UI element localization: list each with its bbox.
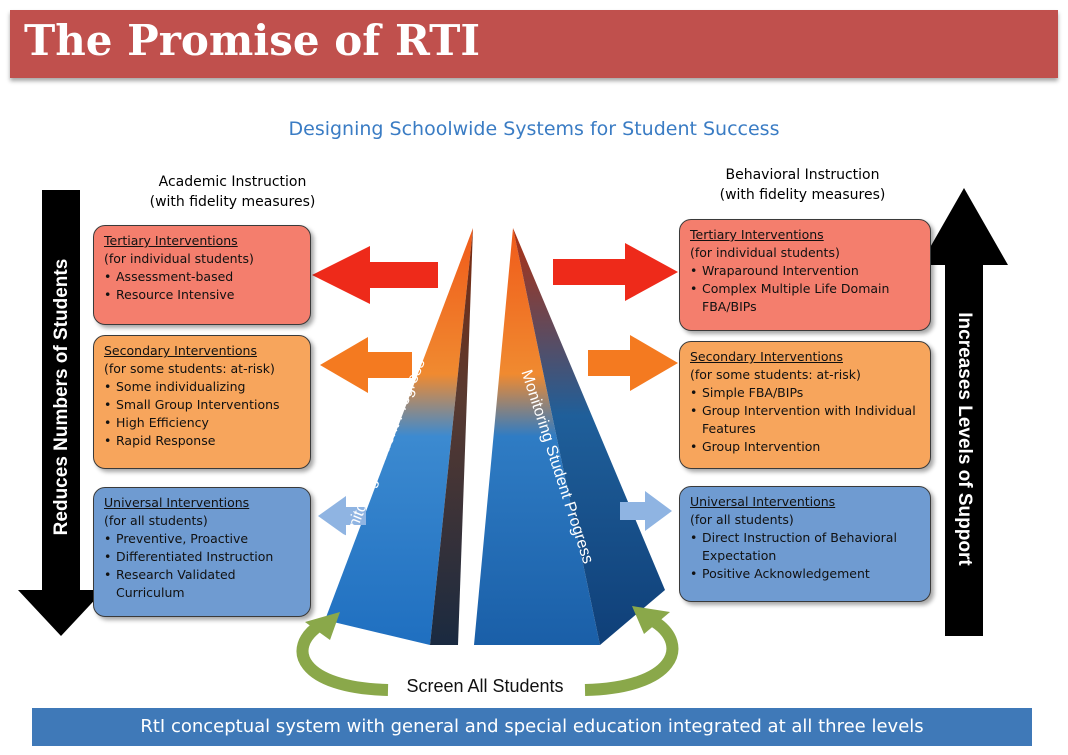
screen-all-students-label: Screen All Students — [406, 676, 564, 696]
footer-caption: RtI conceptual system with general and s… — [32, 708, 1032, 746]
behavioral-tertiary-title: Tertiary Interventions — [690, 227, 824, 242]
behavioral-universal-box: Universal Interventions (for all student… — [679, 486, 931, 602]
behavioral-secondary-audience: (for some students: at-risk) — [690, 367, 861, 382]
screen-cycle-arrow-left — [296, 619, 389, 696]
list-item: Preventive, Proactive — [104, 530, 300, 548]
list-item: Differentiated Instruction — [104, 548, 300, 566]
pyramid-right-shade — [513, 228, 665, 645]
list-item: Some individualizing — [104, 378, 300, 396]
reduces-students-label: Reduces Numbers of Students — [51, 258, 72, 536]
academic-tertiary-audience: (for individual students) — [104, 251, 254, 266]
reduces-students-arrow — [18, 190, 104, 636]
list-item: Assessment-based — [104, 268, 300, 286]
academic-universal-box: Universal Interventions (for all student… — [93, 487, 311, 617]
list-item: Direct Instruction of Behavioral Expecta… — [690, 529, 920, 565]
behavioral-universal-audience: (for all students) — [690, 512, 794, 527]
behavioral-tertiary-list: Wraparound Intervention Complex Multiple… — [690, 262, 920, 316]
pyramid-right-face — [474, 228, 600, 645]
secondary-left-arrow — [320, 337, 412, 393]
page-title: The Promise of RTI — [24, 16, 481, 65]
screen-cycle-arrowhead-right — [632, 606, 670, 634]
pyramid-left-face — [325, 228, 473, 645]
academic-tertiary-title: Tertiary Interventions — [104, 233, 238, 248]
list-item: Group Intervention — [690, 438, 920, 456]
academic-universal-title: Universal Interventions — [104, 495, 250, 510]
list-item: Group Intervention with Individual Featu… — [690, 402, 920, 438]
title-banner: The Promise of RTI — [10, 10, 1058, 78]
academic-secondary-audience: (for some students: at-risk) — [104, 361, 275, 376]
list-item: Positive Acknowledgement — [690, 565, 920, 583]
behavioral-secondary-box: Secondary Interventions (for some studen… — [679, 341, 931, 469]
academic-heading: Academic Instruction — [158, 174, 307, 190]
diagram-subtitle: Designing Schoolwide Systems for Student… — [288, 118, 780, 140]
screen-cycle-arrow-right — [584, 616, 679, 696]
behavioral-universal-list: Direct Instruction of Behavioral Expecta… — [690, 529, 920, 583]
academic-tertiary-list: Assessment-based Resource Intensive — [104, 268, 300, 304]
list-item: Complex Multiple Life Domain FBA/BIPs — [690, 280, 920, 316]
pyramid-left-shade — [430, 228, 473, 645]
increases-support-label: Increases Levels of Support — [954, 312, 975, 566]
behavioral-heading: Behavioral Instruction — [725, 167, 880, 183]
academic-secondary-title: Secondary Interventions — [104, 343, 257, 358]
increases-support-arrow — [920, 188, 1008, 636]
academic-subheading: (with fidelity measures) — [149, 194, 316, 210]
behavioral-tertiary-box: Tertiary Interventions (for individual s… — [679, 219, 931, 331]
tertiary-left-arrow — [312, 246, 438, 304]
behavioral-universal-title: Universal Interventions — [690, 494, 836, 509]
tertiary-right-arrow — [553, 243, 678, 301]
list-item: Resource Intensive — [104, 286, 300, 304]
academic-heading-block: Academic Instruction (with fidelity meas… — [120, 172, 345, 212]
academic-universal-audience: (for all students) — [104, 513, 208, 528]
screen-cycle-arrowhead-left — [305, 612, 340, 640]
list-item: Simple FBA/BIPs — [690, 384, 920, 402]
universal-right-arrow — [620, 491, 672, 531]
behavioral-secondary-list: Simple FBA/BIPs Group Intervention with … — [690, 384, 920, 456]
secondary-right-arrow — [588, 335, 678, 391]
behavioral-heading-block: Behavioral Instruction (with fidelity me… — [690, 165, 915, 205]
list-item: Research Validated — [104, 566, 300, 584]
list-item-continuation: Curriculum — [116, 585, 185, 600]
list-item: Rapid Response — [104, 432, 300, 450]
academic-tertiary-box: Tertiary Interventions (for individual s… — [93, 225, 311, 325]
academic-secondary-list: Some individualizing Small Group Interve… — [104, 378, 300, 450]
behavioral-tertiary-audience: (for individual students) — [690, 245, 840, 260]
academic-universal-list: Preventive, Proactive Differentiated Ins… — [104, 530, 300, 602]
list-item: Wraparound Intervention — [690, 262, 920, 280]
behavioral-subheading: (with fidelity measures) — [719, 187, 886, 203]
list-item: High Efficiency — [104, 414, 300, 432]
behavioral-secondary-title: Secondary Interventions — [690, 349, 843, 364]
list-item: Small Group Interventions — [104, 396, 300, 414]
academic-secondary-box: Secondary Interventions (for some studen… — [93, 335, 311, 469]
universal-left-arrow — [318, 496, 366, 536]
